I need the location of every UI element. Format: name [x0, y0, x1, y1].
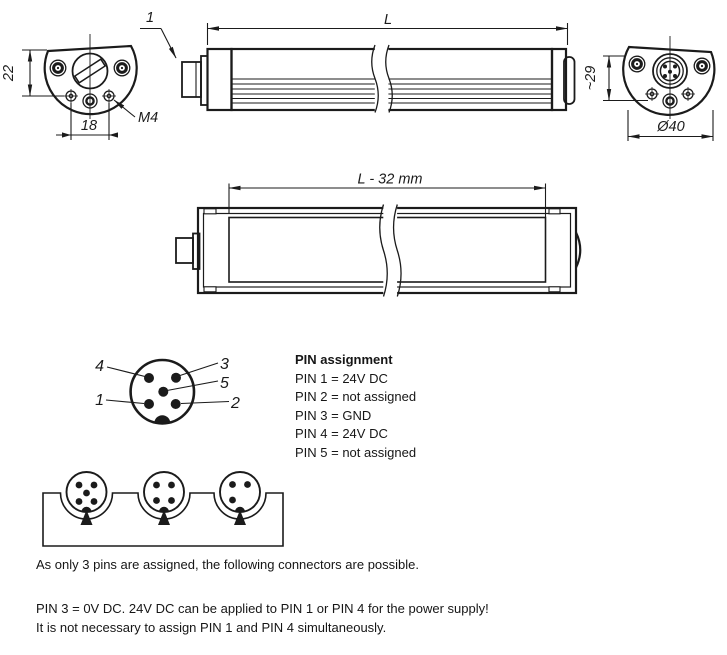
note-power-line2: It is not necessary to assign PIN 1 and … — [36, 620, 387, 635]
end-cap-left — [206, 47, 233, 112]
pin-assignment-row: PIN 2 = not assigned — [295, 389, 417, 405]
pin-assignment-row: PIN 1 = 24V DC — [295, 370, 388, 386]
pin-label-5: 5 — [220, 375, 229, 392]
note-power-supply: PIN 3 = 0V DC. 24V DC can be applied to … — [36, 599, 489, 637]
dim-label-22: 22 — [1, 65, 17, 82]
hole-bottom-left — [64, 89, 78, 103]
connector-circle — [129, 358, 196, 425]
connector-3pin — [219, 471, 261, 525]
screw-slot — [73, 58, 107, 84]
m12-connector-stub — [175, 237, 194, 264]
break-lines — [371, 44, 393, 113]
grommet-bottom-center — [662, 93, 678, 109]
end-lens — [575, 232, 582, 268]
dimension-L: L — [206, 12, 569, 45]
pin-label-3: 3 — [220, 356, 229, 373]
pin-label-2: 2 — [230, 395, 240, 412]
screw-top-right — [113, 59, 131, 77]
hole-bottom-left — [645, 87, 659, 101]
end-lens — [563, 56, 576, 105]
dimension-40: Ø40 — [627, 110, 714, 141]
screw-top-right — [693, 57, 711, 75]
pin-label-4: 4 — [95, 358, 104, 375]
center-screw — [71, 52, 109, 90]
housing-outline — [43, 44, 138, 116]
pin-assignment-row: PIN 5 = not assigned — [295, 444, 417, 460]
connector-flange — [192, 232, 201, 270]
key-notch — [154, 415, 171, 424]
front-end-view: 22 18 M4 — [1, 34, 158, 140]
pin-diagram: 4 3 5 1 2 — [95, 356, 240, 425]
grommet-bottom-center — [82, 93, 98, 109]
pin-assignment-title: PIN assignment — [295, 352, 393, 367]
side-view-window: L - 32 mm — [175, 172, 582, 297]
housing-outline — [622, 45, 716, 116]
m12-connector-stub — [181, 61, 202, 98]
dim-label-40: Ø40 — [656, 119, 684, 135]
connector-5pin — [65, 471, 108, 525]
pin-assignment-row: PIN 4 = 24V DC — [295, 426, 388, 442]
pin-assignment-block: PIN assignment PIN 1 = 24V DC PIN 2 = no… — [295, 351, 416, 463]
pin-3-dot — [171, 372, 181, 383]
screw-top-left — [49, 59, 67, 77]
dim-label-29: ~29 — [583, 66, 599, 91]
pin-label-1: 1 — [95, 392, 104, 409]
callout-1-label: 1 — [146, 10, 154, 26]
callout-1: 1 — [140, 10, 177, 59]
pin-5-dot — [158, 386, 169, 397]
m4-label: M4 — [138, 110, 158, 126]
dimension-L32: L - 32 mm — [228, 172, 547, 217]
dimension-22: 22 — [1, 49, 64, 97]
dim-label-L32: L - 32 mm — [357, 172, 422, 188]
hole-bottom-right — [681, 87, 695, 101]
rear-end-view: ~29 Ø40 — [583, 36, 716, 141]
end-cap-right — [550, 47, 568, 112]
pin-2-dot — [170, 399, 181, 409]
connector-variants — [42, 471, 284, 547]
pin-1-dot — [144, 399, 154, 409]
break-lines — [379, 204, 402, 297]
hole-bottom-right-m4 — [102, 89, 116, 103]
dimension-18: 18 — [56, 103, 118, 140]
m12-connector-face — [652, 53, 688, 89]
dimension-29: ~29 — [583, 55, 648, 102]
note-connectors-possible: As only 3 pins are assigned, the followi… — [36, 557, 419, 572]
screw-top-left — [628, 55, 646, 73]
note-power-line1: PIN 3 = 0V DC. 24V DC can be applied to … — [36, 601, 489, 616]
side-view: 1 L — [140, 10, 576, 113]
dim-label-L: L — [384, 12, 392, 28]
dim-label-18: 18 — [81, 118, 97, 134]
connector-4pin — [143, 471, 185, 525]
pin-assignment-row: PIN 3 = GND — [295, 407, 372, 423]
callout-m4: M4 — [113, 99, 158, 126]
pin-4-dot — [144, 373, 154, 383]
